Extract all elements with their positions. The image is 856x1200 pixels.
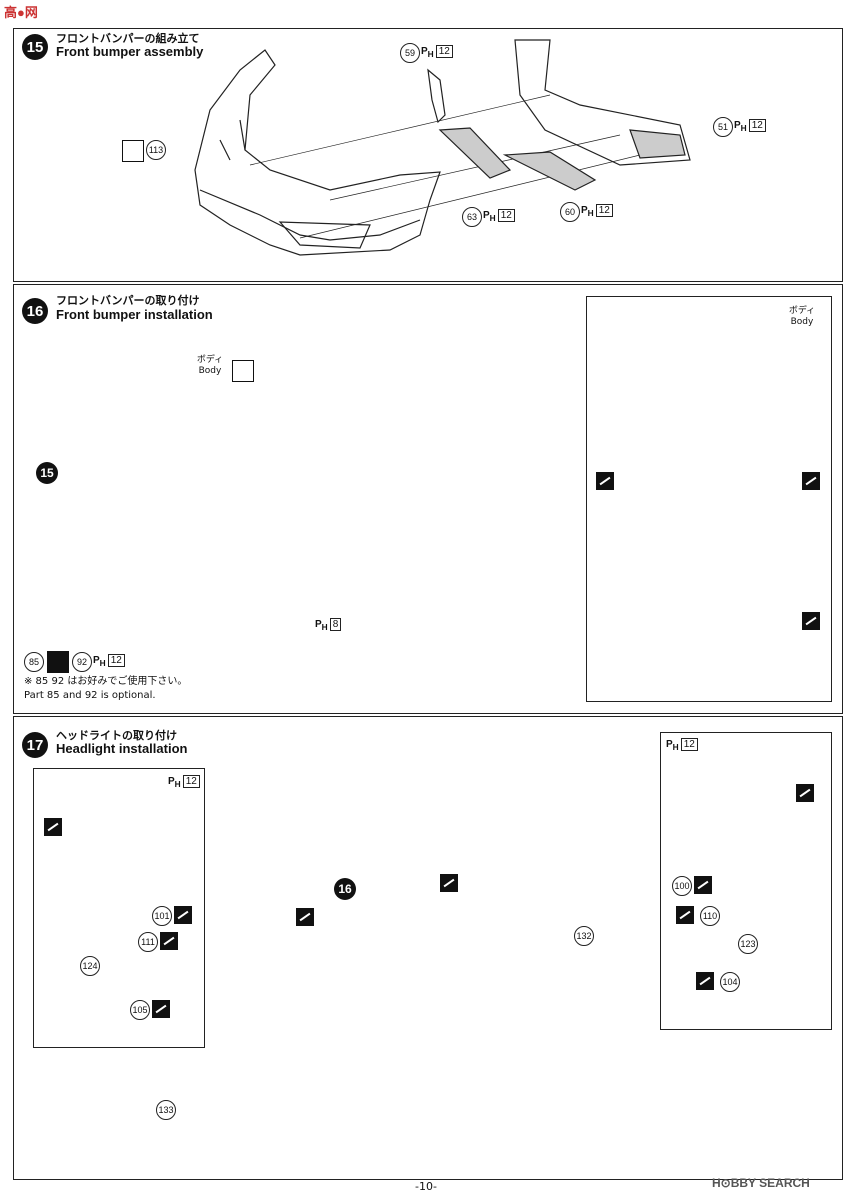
part-101-callout: 101	[152, 906, 172, 926]
glue-icon	[596, 472, 614, 490]
step17-left-inset	[33, 768, 205, 1048]
step15-number: 15	[22, 34, 48, 60]
part-110-callout: 110	[700, 906, 720, 926]
step15-title-en: Front bumper assembly	[56, 44, 204, 59]
glue-icon	[440, 874, 458, 892]
glue-icon	[796, 784, 814, 802]
glue-icon	[44, 818, 62, 836]
glue-icon	[296, 908, 314, 926]
part-59-callout: 59	[400, 43, 420, 63]
watermark-hobbysearch: H⊙BBY SEARCH	[712, 1176, 810, 1190]
part-132-callout: 132	[574, 926, 594, 946]
part-113-callout: 113	[146, 140, 166, 160]
part-51-callout: 51	[713, 117, 733, 137]
optional-note: ※ 85 92 はお好みでご使用下さい。Part 85 and 92 is op…	[24, 676, 188, 701]
step17-right-inset	[660, 732, 832, 1030]
glue-icon	[696, 972, 714, 990]
part-123-callout: 123	[738, 934, 758, 954]
step16-title-jp: フロントバンパーの取り付け	[56, 294, 200, 307]
glue-icon	[232, 360, 254, 382]
glue-icon	[802, 472, 820, 490]
part-63-callout: 63	[462, 207, 482, 227]
ref-step15: 15	[36, 462, 58, 484]
step15-title-jp: フロントバンパーの組み立て	[56, 32, 200, 45]
ref-step16: 16	[334, 878, 356, 900]
part-105-callout: 105	[130, 1000, 150, 1020]
part-124-callout: 124	[80, 956, 100, 976]
step16-title-en: Front bumper installation	[56, 307, 213, 322]
watermark-logo: 高●网	[4, 5, 38, 20]
step16-inset	[586, 296, 832, 702]
step16-number: 16	[22, 298, 48, 324]
glue-icon	[152, 1000, 170, 1018]
step17-title-jp: ヘッドライトの取り付け	[56, 729, 177, 742]
part-92-callout: 92	[72, 652, 92, 672]
page-number: -10-	[415, 1180, 437, 1193]
glue-icon	[47, 651, 69, 673]
part-85-callout: 85	[24, 652, 44, 672]
step16-panel	[13, 284, 843, 714]
glue-icon	[802, 612, 820, 630]
glue-icon	[160, 932, 178, 950]
step17-number: 17	[22, 732, 48, 758]
part-133-callout: 133	[156, 1100, 176, 1120]
glue-icon	[694, 876, 712, 894]
part-100-callout: 100	[672, 876, 692, 896]
part-111-callout: 111	[138, 932, 158, 952]
part-104-callout: 104	[720, 972, 740, 992]
part-60-callout: 60	[560, 202, 580, 222]
glue-icon	[676, 906, 694, 924]
step17-title-en: Headlight installation	[56, 741, 188, 756]
glue-icon	[122, 140, 144, 162]
glue-icon	[174, 906, 192, 924]
